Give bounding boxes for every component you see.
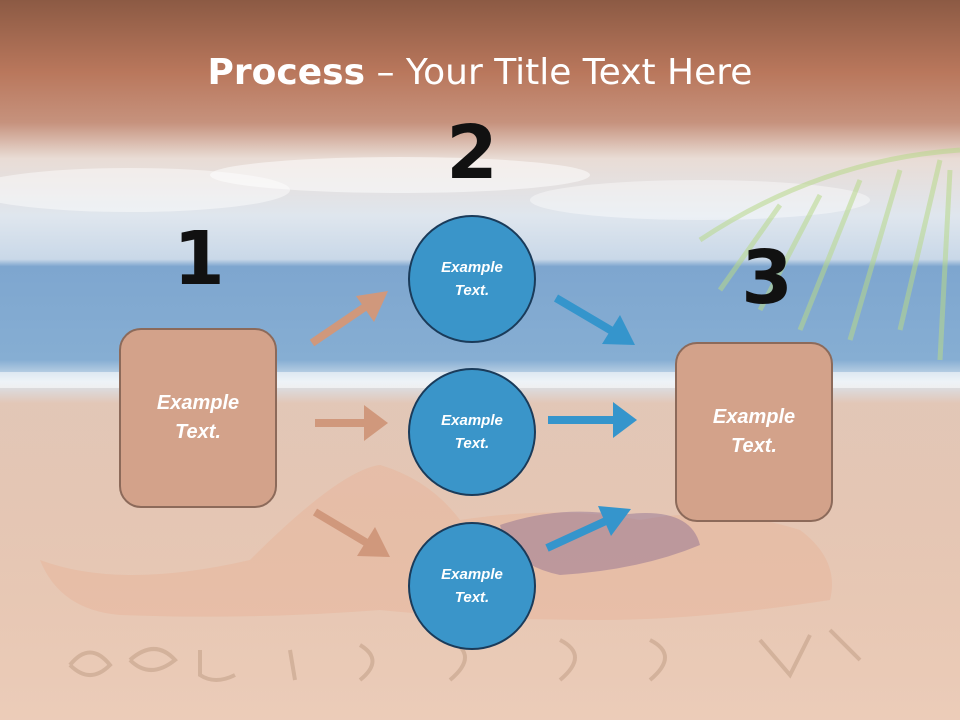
step-2-circle-bottom: Example Text. (408, 522, 536, 650)
arrow-top-to-right (553, 294, 635, 345)
arrow-left-to-top (309, 291, 388, 347)
step-1-text: Example Text. (156, 392, 240, 443)
step-3-box: Example Text. (675, 342, 833, 522)
title-bold: Process (207, 52, 366, 93)
title-rest: – Your Title Text Here (365, 52, 753, 93)
step-number-1: 1 (173, 216, 225, 302)
circle-bottom-text: Example Text. (441, 566, 503, 606)
step-1-box: Example Text. (119, 328, 277, 508)
circle-top-text: Example Text. (441, 259, 503, 299)
arrow-middle-to-right (548, 402, 637, 438)
step-2-circle-middle: Example Text. (408, 368, 536, 496)
arrow-left-to-middle (315, 405, 388, 441)
step-number-3: 3 (741, 235, 793, 321)
arrow-bottom-to-right (545, 506, 631, 552)
step-number-2: 2 (446, 110, 498, 196)
arrow-left-to-bottom (312, 508, 390, 557)
step-2-circle-top: Example Text. (408, 215, 536, 343)
circle-middle-text: Example Text. (441, 412, 503, 452)
slide-title: Process – Your Title Text Here (0, 52, 960, 93)
step-3-text: Example Text. (712, 406, 796, 457)
